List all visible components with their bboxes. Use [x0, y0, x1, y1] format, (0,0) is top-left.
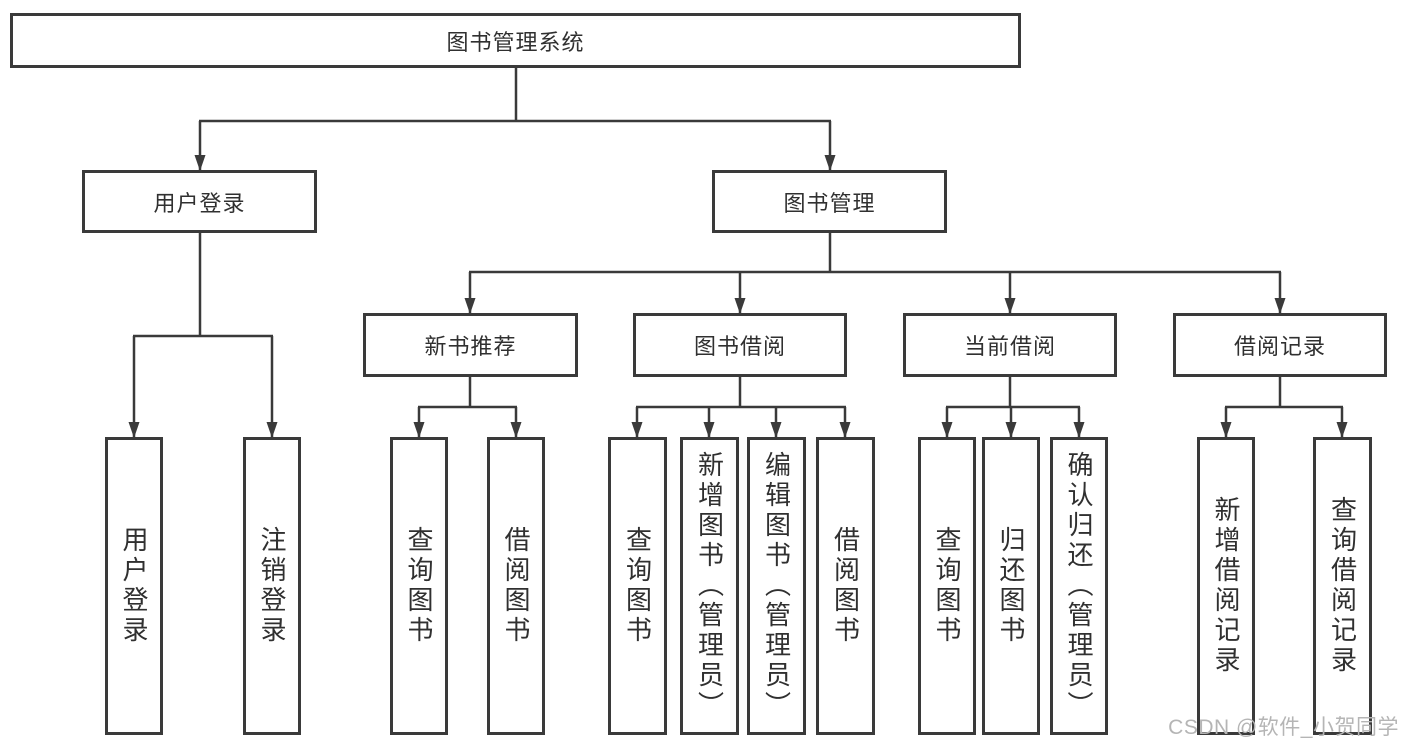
leaf-edit-book-admin: 编辑图书（管理员）: [747, 437, 806, 735]
node-new-book-recommend: 新书推荐: [363, 313, 578, 377]
watermark-csdn: CSDN @软件_小贺同学: [1168, 716, 1399, 739]
node-borrow-records: 借阅记录: [1173, 313, 1387, 377]
node-root: 图书管理系统: [10, 13, 1021, 68]
leaf-query-books-recommend: 查询图书: [390, 437, 448, 735]
leaf-borrow-books-recommend: 借阅图书: [487, 437, 545, 735]
leaf-logout: 注销登录: [243, 437, 301, 735]
leaf-query-books-current: 查询图书: [918, 437, 976, 735]
leaf-borrow-books: 借阅图书: [816, 437, 875, 735]
leaf-query-books-borrow: 查询图书: [608, 437, 667, 735]
leaf-add-borrow-record: 新增借阅记录: [1197, 437, 1255, 735]
leaf-user-login: 用户登录: [105, 437, 163, 735]
node-book-borrow: 图书借阅: [633, 313, 847, 377]
node-user-login: 用户登录: [82, 170, 317, 233]
leaf-return-book: 归还图书: [982, 437, 1040, 735]
node-book-management: 图书管理: [712, 170, 947, 233]
node-current-borrow: 当前借阅: [903, 313, 1117, 377]
leaf-add-book-admin: 新增图书（管理员）: [680, 437, 739, 735]
leaf-confirm-return-admin: 确认归还（管理员）: [1050, 437, 1108, 735]
leaf-query-borrow-record: 查询借阅记录: [1313, 437, 1372, 735]
